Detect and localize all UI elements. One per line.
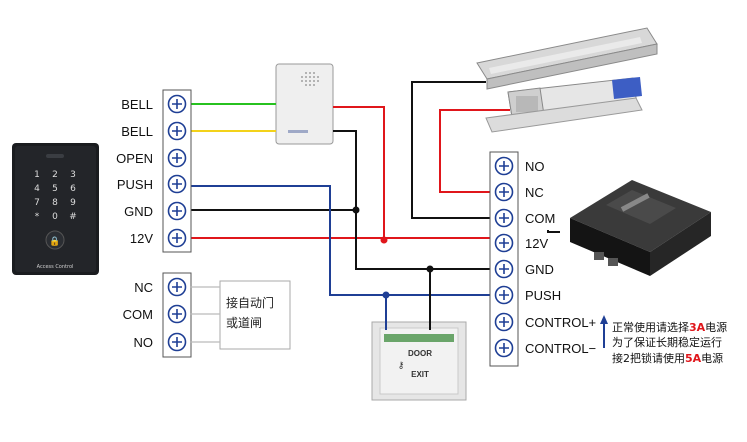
- terminal-screw-icon: [167, 304, 187, 324]
- keypad-key: 7: [34, 198, 40, 208]
- magnetic-lock: [476, 27, 658, 133]
- doorbell-power-wire: [333, 106, 385, 243]
- keypad-key: 1: [34, 170, 40, 180]
- terminal-screw-icon: [167, 332, 187, 352]
- right-terminal-label: 12V: [525, 236, 548, 251]
- power-note-line-3: 接2把锁请使用5A电源: [612, 351, 723, 365]
- left-terminal-label: BELL: [121, 124, 153, 139]
- keypad-key: 6: [70, 184, 76, 194]
- terminal-screw-icon: [494, 156, 514, 176]
- keypad-key: 0: [52, 212, 58, 222]
- keypad-key: 2: [52, 170, 58, 180]
- auto-door-box: [219, 280, 291, 350]
- terminal-screw-icon: [494, 312, 514, 332]
- right-terminal-label: PUSH: [525, 288, 561, 303]
- terminal-screw-icon: [494, 182, 514, 202]
- push-wire: [190, 185, 490, 296]
- lock-com-wire: [411, 81, 490, 219]
- wires: [190, 81, 560, 330]
- left-terminal-label: OPEN: [116, 151, 153, 166]
- exit-button: DOOR ⚷ EXIT: [371, 321, 467, 401]
- power-note-line-2: 为了保证长期稳定运行: [612, 335, 722, 349]
- terminal-screw-icon: [167, 174, 187, 194]
- right-terminal-label: NO: [525, 159, 545, 174]
- lock-terminal-label: COM: [123, 307, 153, 322]
- keypad-key: #: [69, 212, 77, 222]
- left-terminal-block: [162, 89, 192, 253]
- left-terminals: BELL BELL OPEN PUSH GND 12V: [116, 94, 187, 248]
- right-terminal-label: CONTROL−: [525, 341, 596, 356]
- right-terminal-label: GND: [525, 262, 554, 277]
- keypad-key: 8: [52, 198, 58, 208]
- terminal-screw-icon: [167, 121, 187, 141]
- left-terminal-label: GND: [124, 204, 153, 219]
- terminal-screw-icon: [167, 228, 187, 248]
- terminal-screw-icon: [494, 285, 514, 305]
- power-note-line-1: 正常使用请选择3A电源: [612, 320, 727, 334]
- keypad-key: 5: [52, 184, 58, 194]
- terminal-screw-icon: [167, 201, 187, 221]
- access-control-reader: 1 2 3 4 5 6 7 8 9 * 0 # 🔒 Access Control: [12, 143, 99, 275]
- right-terminals: NO NC COM 12V GND PUSH CONTROL+ CONTROL−: [494, 156, 596, 358]
- left-terminal-label: PUSH: [117, 177, 153, 192]
- terminal-screw-icon: [494, 259, 514, 279]
- lock-terminals: NC COM NO: [123, 277, 187, 352]
- left-terminal-label: 12V: [130, 231, 153, 246]
- ground-wire: [190, 209, 490, 270]
- right-terminal-label: NC: [525, 185, 544, 200]
- left-terminal-label: BELL: [121, 97, 153, 112]
- terminal-screw-icon: [494, 208, 514, 228]
- lock-output-wires: [190, 286, 220, 343]
- exit-door-label: DOOR: [408, 349, 432, 358]
- terminal-screw-icon: [494, 233, 514, 253]
- power-supply: [570, 180, 711, 276]
- reader-brand: Access Control: [37, 264, 74, 270]
- junctions: [352, 206, 434, 299]
- psu-wire-left: [547, 230, 560, 233]
- keypad-key: *: [35, 212, 40, 222]
- auto-door-note-2: 或道闸: [226, 316, 262, 330]
- keypad-key: 3: [70, 170, 76, 180]
- key-icon: ⚷: [398, 360, 405, 370]
- terminal-screw-icon: [167, 277, 187, 297]
- lock-terminal-label: NC: [134, 280, 153, 295]
- power-note: 正常使用请选择3A电源 为了保证长期稳定运行 接2把锁请使用5A电源: [600, 315, 727, 365]
- lock-terminal-label: NO: [134, 335, 154, 350]
- keypad: 1 2 3 4 5 6 7 8 9 * 0 #: [34, 170, 77, 222]
- terminal-screw-icon: [167, 94, 187, 114]
- keypad-key: 9: [70, 198, 76, 208]
- terminal-screw-icon: [494, 338, 514, 358]
- lock-key-icon: 🔒: [49, 236, 60, 247]
- keypad-key: 4: [34, 184, 40, 194]
- doorbell-ground-wire: [333, 130, 357, 212]
- right-terminal-label: COM: [525, 211, 555, 226]
- doorbell: [275, 63, 334, 145]
- auto-door-note-1: 接自动门: [226, 295, 274, 310]
- exit-label: EXIT: [411, 370, 429, 379]
- lock-nc-wire: [439, 109, 510, 193]
- terminal-screw-icon: [167, 148, 187, 168]
- right-terminal-label: CONTROL+: [525, 315, 596, 330]
